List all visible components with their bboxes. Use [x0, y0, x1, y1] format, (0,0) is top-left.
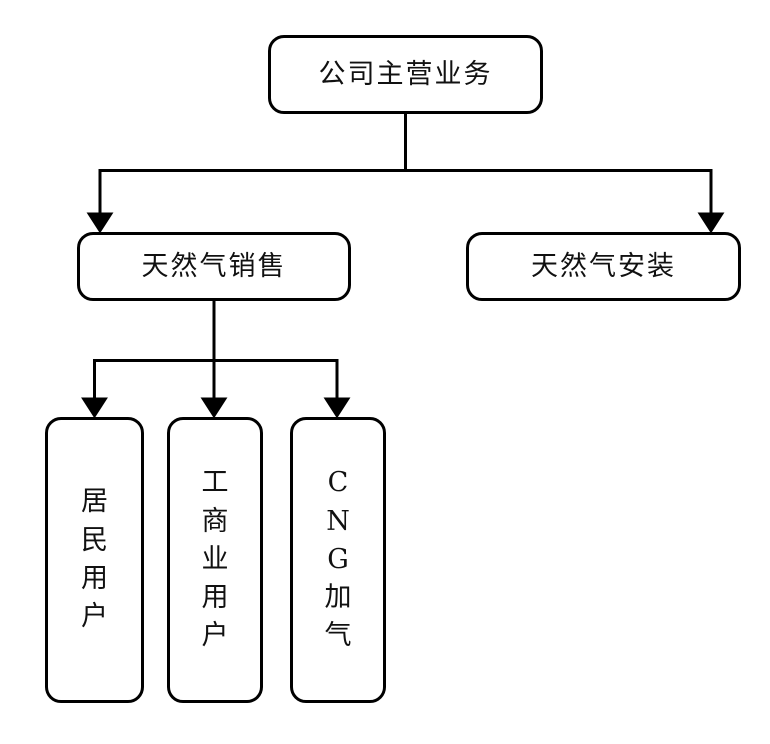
- node-label-char: N: [326, 505, 350, 537]
- node-label-char: 户: [201, 620, 229, 652]
- node-label-char: 居: [81, 486, 108, 518]
- node-label-char: 民: [81, 524, 108, 556]
- node-natural-gas-sales[interactable]: 天然气销售: [77, 232, 351, 301]
- node-root-company-main-business[interactable]: 公司主营业务: [268, 35, 543, 114]
- node-label-sales: 天然气销售: [141, 250, 287, 282]
- node-industrial-commercial-users[interactable]: 工 商 业 用 户: [167, 417, 263, 703]
- node-label-char: 加: [324, 582, 352, 614]
- node-cng-refueling[interactable]: C N G 加 气: [290, 417, 386, 703]
- node-label-char: 用: [201, 582, 229, 614]
- node-label-commerce: 工 商 业 用 户: [202, 464, 229, 656]
- node-label-char: 业: [201, 543, 229, 575]
- edge-root-to-level2: [86, 114, 725, 234]
- node-label-char: 用: [81, 563, 108, 594]
- node-label-char: 户: [81, 601, 108, 633]
- node-label-cng: C N G 加 气: [325, 464, 352, 656]
- node-label-char: 工: [201, 467, 229, 499]
- node-residential-users[interactable]: 居 民 用 户: [45, 417, 144, 703]
- edge-sales-to-level3: [81, 301, 351, 419]
- node-natural-gas-installation[interactable]: 天然气安装: [466, 232, 741, 301]
- node-label-resident: 居 民 用 户: [81, 483, 108, 636]
- node-label-char: 气: [324, 620, 352, 652]
- node-label-char: C: [327, 467, 349, 499]
- node-label-char: G: [327, 543, 349, 575]
- node-label-install: 天然气安装: [531, 250, 676, 282]
- node-label-root: 公司主营业务: [318, 58, 493, 90]
- node-label-char: 商: [201, 505, 229, 537]
